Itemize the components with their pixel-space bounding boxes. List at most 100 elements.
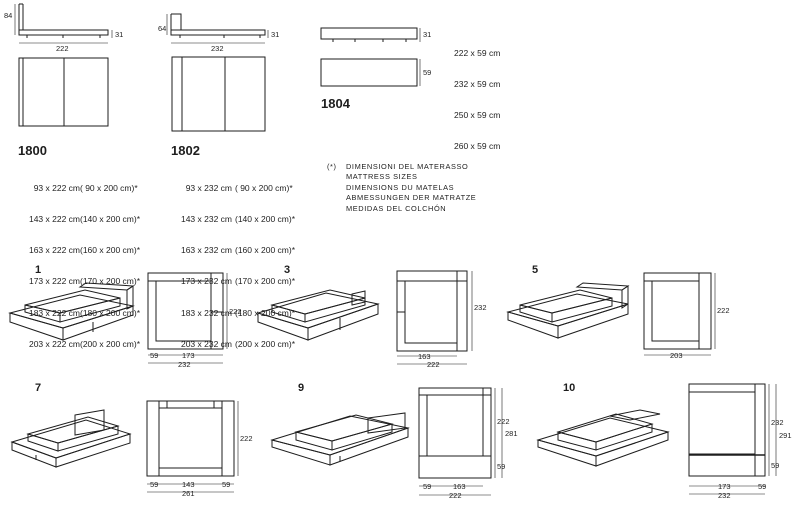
config-10-width-2: 59 <box>758 482 767 491</box>
1800-size-list: 93 x 222 cm 143 x 222 cm 163 x 222 cm 17… <box>20 162 80 360</box>
footnote-line: Mattress sizes <box>346 172 418 182</box>
1800-mattress-list: ( 90 x 200 cm)* (140 x 200 cm)* (160 x 2… <box>80 162 140 360</box>
config-7-total-width: 261 <box>182 489 195 498</box>
1804-plan <box>320 58 421 87</box>
mattress-row: (140 x 200 cm)* <box>80 214 140 225</box>
1800-width-label: 222 <box>56 44 69 53</box>
1802-size-list: 93 x 232 cm 143 x 232 cm 163 x 232 cm 17… <box>170 162 232 360</box>
config-10-side-3: 59 <box>771 461 780 470</box>
config-9-side-2: 281 <box>505 429 518 438</box>
mattress-row: (160 x 200 cm)* <box>80 245 140 256</box>
mattress-row: ( 90 x 200 cm)* <box>235 182 293 193</box>
config-number-10: 10 <box>563 382 576 394</box>
config-1-plan <box>147 272 228 364</box>
footnote-marker: (*) <box>327 162 337 171</box>
size-row: 93 x 232 cm <box>185 182 232 193</box>
footnote-lines: Dimensioni del materasso Mattress sizes … <box>346 162 476 214</box>
footnote-line: Dimensioni del materasso <box>346 162 469 171</box>
footnote-line: Dimensions du matelas <box>346 182 455 192</box>
size-row: 203 x 232 cm <box>180 338 232 349</box>
size-row: 93 x 222 cm <box>33 182 80 193</box>
config-3-width-1: 163 <box>418 352 431 361</box>
config-number-5: 5 <box>532 264 539 276</box>
model-code-1802: 1802 <box>171 143 200 158</box>
size-row: 222 x 59 cm <box>454 47 501 58</box>
mattress-row: (200 x 200 cm)* <box>80 338 140 349</box>
config-7-side-label: 222 <box>240 434 253 443</box>
mattress-row: ( 90 x 200 cm)* <box>80 182 138 193</box>
config-7-width-2: 143 <box>182 480 195 489</box>
mattress-row: (140 x 200 cm)* <box>235 214 295 225</box>
footnote-line: Abmessungen der Matratze <box>346 193 477 203</box>
config-1-width-2: 173 <box>182 351 195 360</box>
config-1-width-1: 59 <box>150 351 159 360</box>
mattress-row: (180 x 200 cm)* <box>80 307 140 318</box>
mattress-row: (200 x 200 cm)* <box>235 338 295 349</box>
config-5-total-width: 203 <box>670 351 683 360</box>
config-10-side-2: 291 <box>779 431 792 440</box>
mattress-row: (160 x 200 cm)* <box>235 245 295 256</box>
size-row: 203 x 222 cm <box>28 338 80 349</box>
1800-frame-label: 31 <box>115 30 124 39</box>
1804-size-list: 222 x 59 cm 232 x 59 cm 250 x 59 cm 260 … <box>454 27 500 162</box>
size-row: 250 x 59 cm <box>454 110 501 121</box>
config-9-width-1: 59 <box>423 482 432 491</box>
config-1-side-label: 222 <box>229 307 242 316</box>
config-5-perspective <box>506 282 630 339</box>
1802-width-label: 232 <box>211 44 224 53</box>
mattress-row: (180 x 200 cm)* <box>235 307 295 318</box>
config-3-side-label: 232 <box>474 303 487 312</box>
config-10-side-1: 232 <box>771 418 784 427</box>
size-row: 173 x 222 cm <box>28 276 80 287</box>
footnote-line: Medidas del colchón <box>346 203 447 213</box>
1802-mattress-list: ( 90 x 200 cm)* (140 x 200 cm)* (160 x 2… <box>235 162 295 360</box>
config-1-total-width: 232 <box>178 360 191 369</box>
config-10-plan <box>688 383 777 495</box>
config-9-side-3: 59 <box>497 462 506 471</box>
1802-frame-label: 31 <box>271 30 280 39</box>
config-number-1: 1 <box>35 264 42 276</box>
size-row: 260 x 59 cm <box>454 141 501 152</box>
config-10-width-1: 173 <box>718 482 731 491</box>
config-1-perspective <box>8 282 135 341</box>
config-number-3: 3 <box>284 264 291 276</box>
config-3-total-width: 222 <box>427 360 440 369</box>
size-row: 232 x 59 cm <box>454 79 501 90</box>
size-row: 143 x 222 cm <box>28 214 80 225</box>
config-10-perspective <box>536 409 670 467</box>
size-row: 143 x 232 cm <box>180 214 232 225</box>
config-3-perspective <box>256 289 380 341</box>
config-10-total-width: 232 <box>718 491 731 500</box>
config-5-side-label: 222 <box>717 306 730 315</box>
1802-side-elevation <box>166 13 269 44</box>
size-row: 163 x 222 cm <box>28 245 80 256</box>
size-row: 173 x 232 cm <box>180 276 232 287</box>
config-7-perspective <box>10 409 132 468</box>
1802-plan <box>171 56 266 132</box>
config-number-7: 7 <box>35 382 42 394</box>
config-9-perspective <box>270 412 410 466</box>
1800-side-elevation <box>14 3 113 44</box>
1802-height-label: 64 <box>158 24 167 33</box>
1800-plan <box>18 57 109 127</box>
config-9-plan <box>418 387 503 496</box>
mattress-row: (170 x 200 cm)* <box>80 276 140 287</box>
config-9-width-2: 163 <box>453 482 466 491</box>
size-row: 183 x 222 cm <box>28 307 80 318</box>
model-code-1800: 1800 <box>18 143 47 158</box>
mattress-row: (170 x 200 cm)* <box>235 276 295 287</box>
1804-depth-label: 59 <box>423 68 432 77</box>
config-7-width-1: 59 <box>150 480 159 489</box>
config-3-plan <box>396 270 473 365</box>
1804-side-elevation <box>320 27 421 42</box>
model-code-1804: 1804 <box>321 96 350 111</box>
1800-height-label: 84 <box>4 11 13 20</box>
size-row: 163 x 232 cm <box>180 245 232 256</box>
size-row: 183 x 232 cm <box>180 307 232 318</box>
config-7-plan <box>146 400 239 493</box>
config-9-total-width: 222 <box>449 491 462 500</box>
config-9-side-1: 222 <box>497 417 510 426</box>
config-5-plan <box>643 272 716 356</box>
config-7-width-3: 59 <box>222 480 231 489</box>
